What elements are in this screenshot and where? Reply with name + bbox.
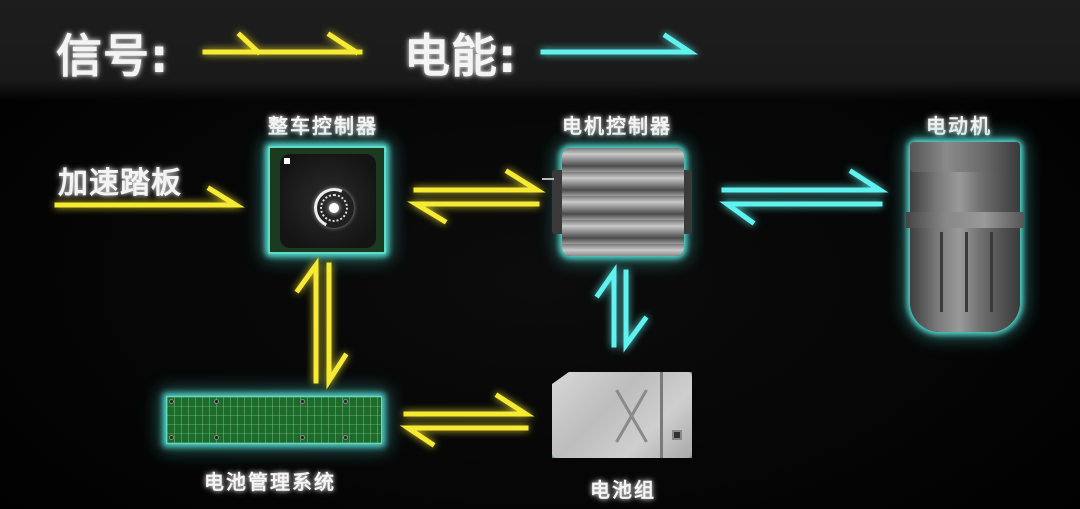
mcu-battery-bidirectional-arrow-icon [594,264,649,353]
mcu-label: 电机控制器 [562,114,672,138]
mcu-motor-bidirectional-arrow-icon [719,168,889,226]
bms-label: 电池管理系统 [204,470,336,494]
motor-label: 电动机 [926,114,992,138]
accelerator-pedal-label: 加速踏板 [58,166,182,201]
circuit-board-icon [166,396,382,444]
motor-controller-icon [542,148,692,256]
electric-motor-icon [906,142,1024,332]
battery-label: 电池组 [590,478,656,502]
legend-signal-label: 信号: [56,29,170,83]
legend-signal-arrow-icon [202,31,363,56]
bms-battery-bidirectional-arrow-icon [399,392,535,448]
pedal-to-vcu-arrow-icon [54,185,245,208]
vcu-mcu-bidirectional-arrow-icon [407,168,546,225]
vcu-label: 整车控制器 [268,114,378,138]
vcu-bms-bidirectional-arrow-icon [294,257,349,390]
legend-energy-arrow-icon [540,32,699,55]
chip-die [280,154,376,248]
vcu-chip-icon [268,146,386,254]
legend-energy-label: 电能: [404,29,518,83]
battery-pack-icon [552,372,692,458]
legend-band [0,0,1080,100]
